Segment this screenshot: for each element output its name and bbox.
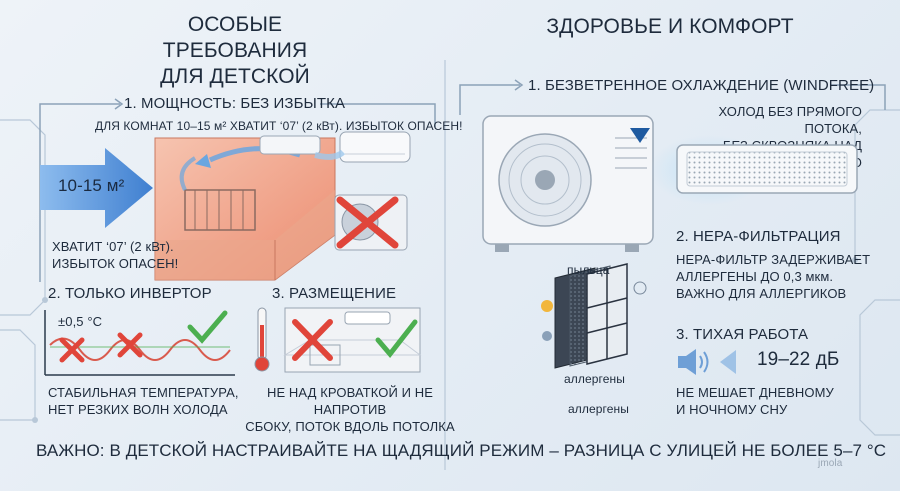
sound-icons xyxy=(678,349,736,375)
hepa-text-line1: НЕРА-ФИЛЬТР ЗАДЕРЖИВАЕТ xyxy=(676,252,871,267)
unstable-cross-icon xyxy=(59,337,85,363)
pollen-icon xyxy=(541,300,553,312)
placement-heading: 3. РАЗМЕЩЕНИЕ xyxy=(272,285,397,302)
placement-caption: НЕ НАД КРОВАТКОЙ И НЕ НАПРОТИВ СБОКУ, ПО… xyxy=(245,384,455,435)
left-title-line2: ДЛЯ ДЕТСКОЙ xyxy=(160,65,310,88)
windfree-indoor-unit xyxy=(676,144,858,194)
allergens-label-1: аллергены xyxy=(564,372,625,386)
windfree-text-line1: ХОЛОД БЕЗ ПРЯМОГО ПОТОКА, xyxy=(718,104,862,136)
inverter-caption: СТАБИЛЬНАЯ ТЕМПЕРАТУРА, НЕТ РЕЗКИХ ВОЛН … xyxy=(48,384,239,418)
quiet-heading: 3. ТИХАЯ РАБОТА xyxy=(676,326,809,343)
speaker-icon xyxy=(678,349,709,375)
right-placement-check-icon xyxy=(375,319,418,358)
hepa-text: НЕРА-ФИЛЬТР ЗАДЕРЖИВАЕТ АЛЛЕРГЕНЫ ДО 0,3… xyxy=(676,251,870,302)
room-size-arrow xyxy=(40,148,153,228)
right-title: ЗДОРОВЬЕ И КОМФОРТ xyxy=(546,15,794,38)
clean-air-icon xyxy=(633,281,647,295)
inverter-heading: 2. ТОЛЬКО ИНВЕРТОР xyxy=(48,285,212,302)
pollen-label: пыльца xyxy=(567,263,610,277)
inverter-caption-line2: НЕТ РЕЗКИХ ВОЛН ХОЛОДА xyxy=(48,402,228,417)
hepa-filter-illustration xyxy=(541,263,647,369)
inverter-caption-line1: СТАБИЛЬНАЯ ТЕМПЕРАТУРА, xyxy=(48,385,239,400)
bottom-note: ВАЖНО: В ДЕТСКОЙ НАСТРАИВАЙТЕ НА ЩАДЯЩИЙ… xyxy=(36,441,887,460)
stable-check-icon xyxy=(187,310,228,344)
hepa-text-line3: ВАЖНО ДЛЯ АЛЛЕРГИКОВ xyxy=(676,286,847,301)
placement-illustration xyxy=(254,307,422,373)
quiet-low-icon xyxy=(720,350,736,374)
allergen-icon xyxy=(542,331,552,341)
placement-caption-line2: СБОКУ, ПОТОК ВДОЛЬ ПОТОЛКА xyxy=(245,419,455,434)
windfree-bracket xyxy=(459,79,886,115)
quiet-text: НЕ МЕШАЕТ ДНЕВНОМУ И НОЧНОМУ СНУ xyxy=(676,384,834,418)
power-subtext: ДЛЯ КОМНАТ 10–15 м² ХВАТИТ ‘07’ (2 кВт).… xyxy=(95,119,463,133)
oversized-cross-icon xyxy=(336,196,399,249)
hepa-heading: 2. НЕРА-ФИЛЬТРАЦИЯ xyxy=(676,228,841,245)
quiet-text-line1: НЕ МЕШАЕТ ДНЕВНОМУ xyxy=(676,385,834,400)
hepa-text-line2: АЛЛЕРГЕНЫ ДО 0,3 мкм. xyxy=(676,269,834,284)
quiet-text-line2: И НОЧНОМУ СНУ xyxy=(676,402,788,417)
left-title: ОСОБЫЕ ТРЕБОВАНИЯ ДЛЯ ДЕТСКОЙ xyxy=(120,12,350,90)
power-note-line1: ХВАТИТ ‘07’ (2 кВт). xyxy=(52,239,174,254)
allergens-label-2: аллергены xyxy=(568,402,629,416)
power-note: ХВАТИТ ‘07’ (2 кВт). ИЗБЫТОК ОПАСЕН! xyxy=(52,238,178,272)
outdoor-unit xyxy=(482,115,654,252)
wrong-placement-cross-icon xyxy=(292,319,333,361)
room-size-label: 10-15 м² xyxy=(58,176,125,195)
room-illustration xyxy=(40,131,411,281)
left-title-line1: ОСОБЫЕ ТРЕБОВАНИЯ xyxy=(162,13,308,62)
watermark: jmola xyxy=(818,458,843,469)
unstable-cross-icon-2 xyxy=(117,332,143,358)
power-note-line2: ИЗБЫТОК ОПАСЕН! xyxy=(52,256,179,271)
power-bracket xyxy=(39,98,436,282)
placement-caption-line1: НЕ НАД КРОВАТКОЙ И НЕ НАПРОТИВ xyxy=(266,385,434,417)
quiet-db-value: 19–22 дБ xyxy=(757,349,840,370)
windfree-heading: 1. БЕЗВЕТРЕННОЕ ОХЛАЖДЕНИЕ (WINDFREE) xyxy=(528,77,875,94)
inverter-tolerance: ±0,5 °С xyxy=(58,314,103,329)
power-heading: 1. МОЩНОСТЬ: БЕЗ ИЗБЫТКА xyxy=(124,95,346,112)
inverter-graph xyxy=(44,310,235,376)
